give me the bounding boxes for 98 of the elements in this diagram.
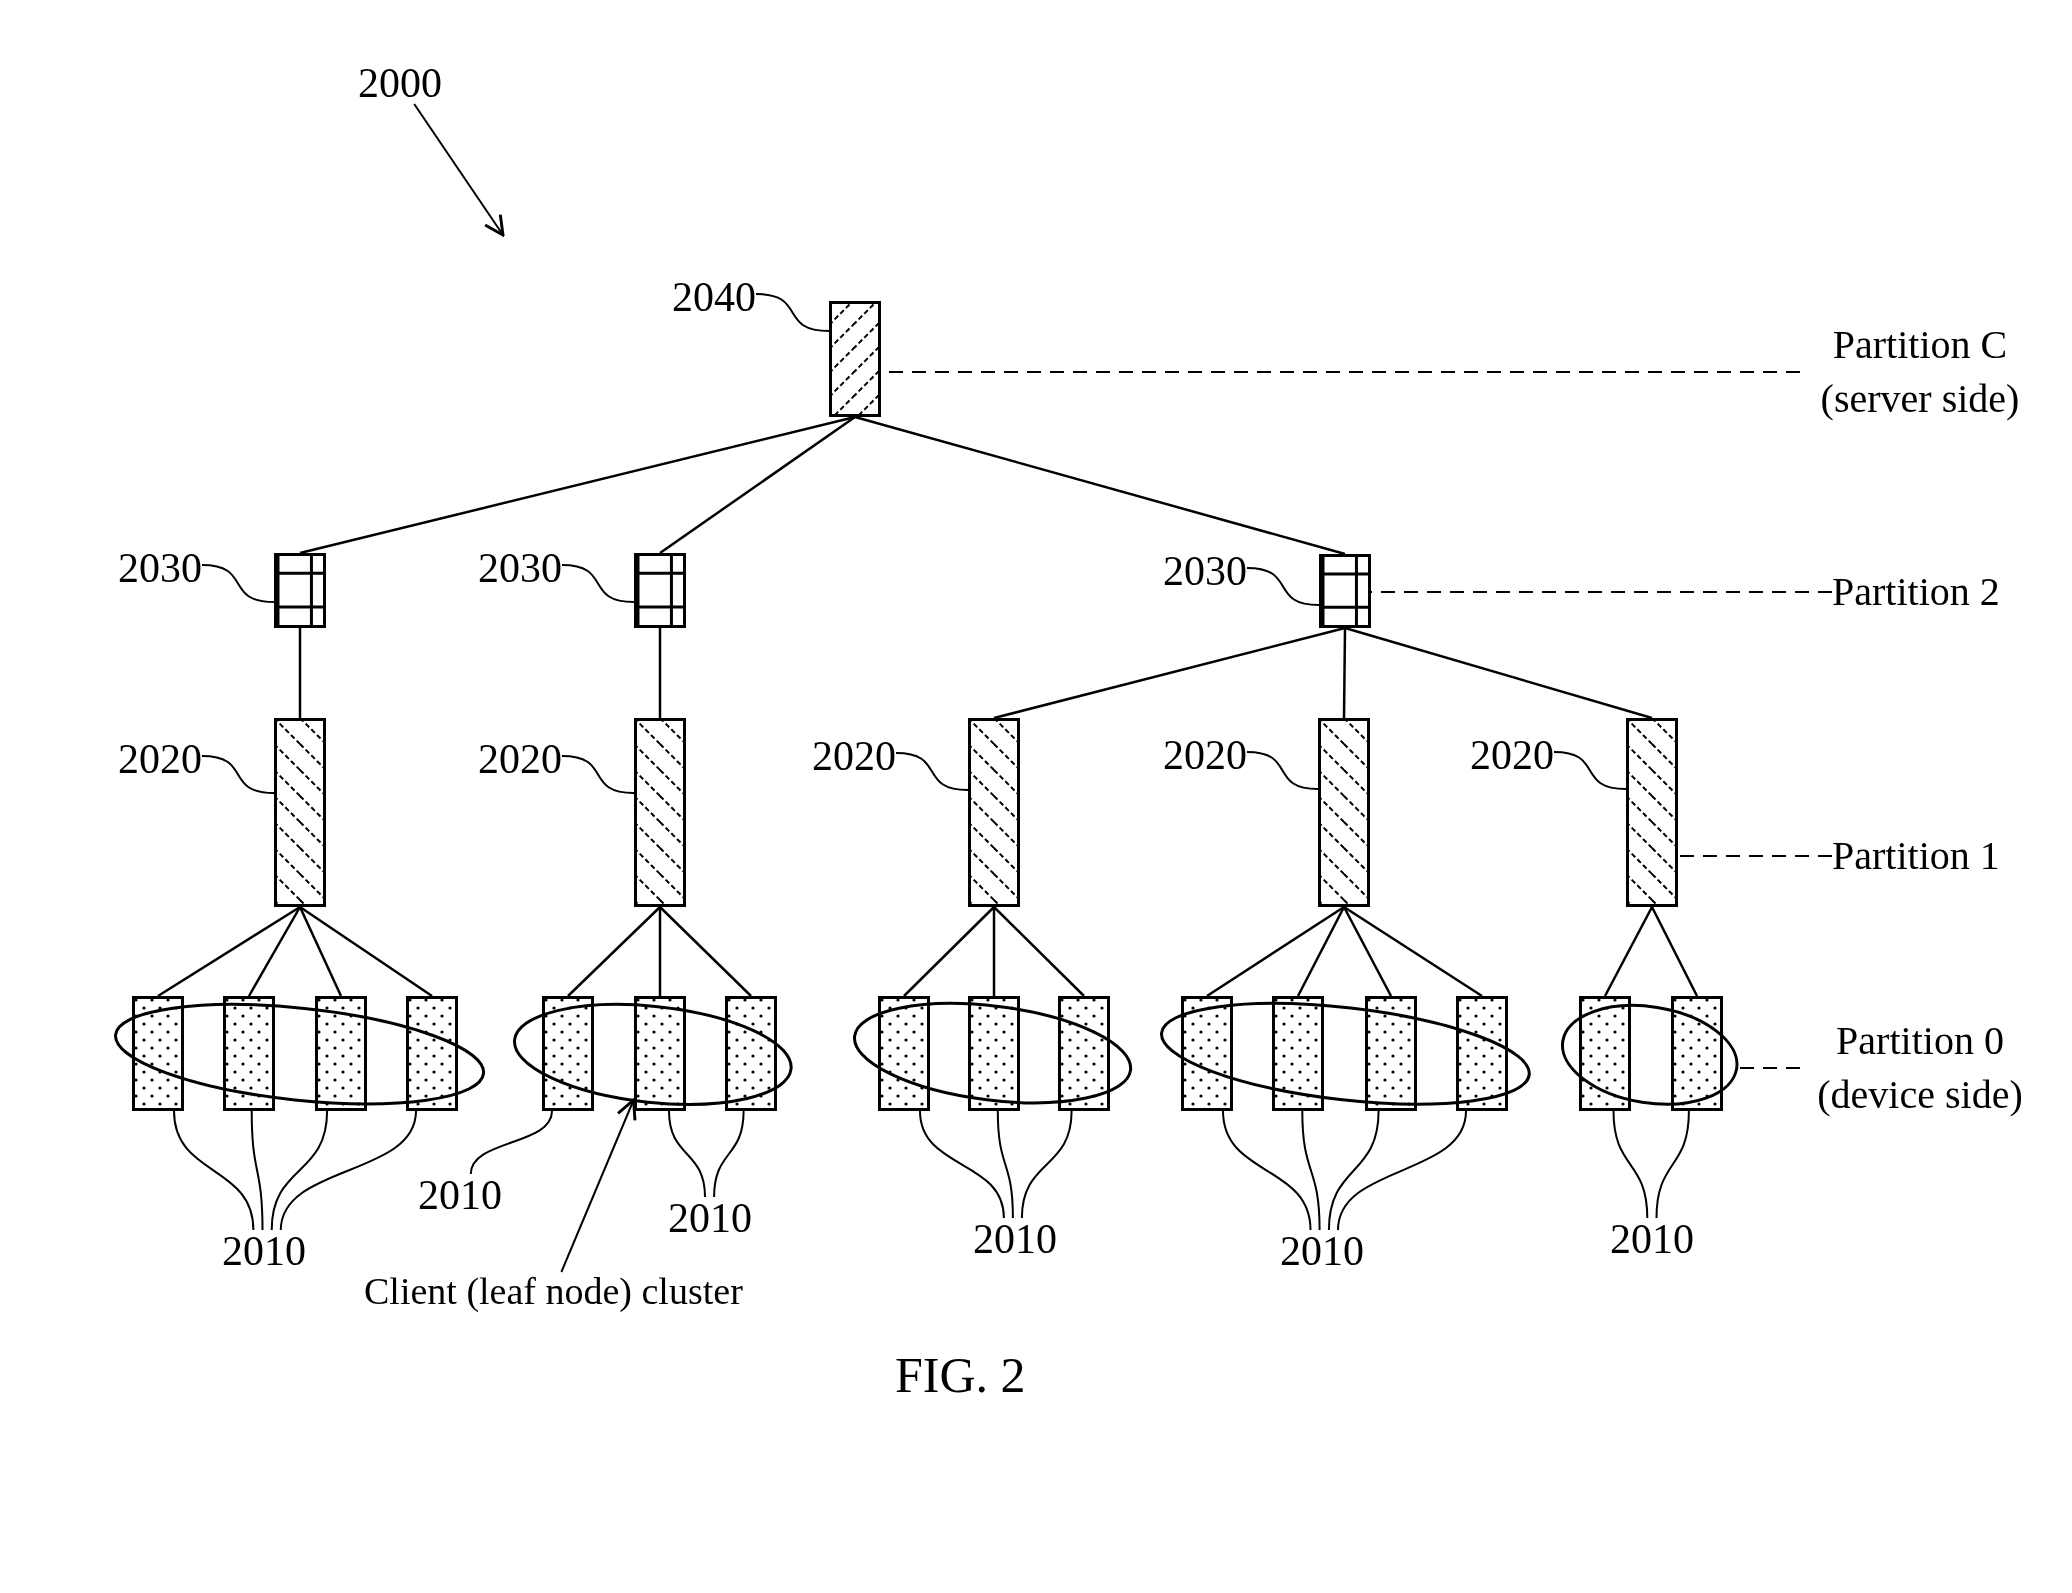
leader-line bbox=[201, 755, 275, 794]
dotted-block bbox=[1671, 996, 1723, 1111]
connection-line bbox=[993, 626, 1346, 720]
arrow bbox=[413, 103, 505, 237]
dotted-block bbox=[406, 996, 458, 1111]
reference-numeral: 2010 bbox=[668, 1197, 752, 1239]
connection-line bbox=[993, 906, 1085, 997]
dotted-block bbox=[878, 996, 930, 1111]
dotted-block bbox=[542, 996, 594, 1111]
connection-line bbox=[1650, 906, 1699, 997]
leader-line bbox=[173, 1110, 255, 1231]
connection-line bbox=[658, 907, 662, 996]
dotted-block bbox=[1456, 996, 1508, 1111]
grid-block bbox=[634, 553, 686, 628]
connection-line bbox=[1296, 906, 1346, 997]
leader-line bbox=[1246, 567, 1320, 606]
connection-line bbox=[658, 628, 662, 718]
connection-line bbox=[247, 906, 302, 997]
dotted-block bbox=[634, 996, 686, 1111]
hatched-block bbox=[829, 301, 881, 417]
leader-line bbox=[1655, 1110, 1690, 1219]
connection-line bbox=[1206, 905, 1345, 998]
dotted-block bbox=[725, 996, 777, 1111]
reference-numeral: 2030 bbox=[478, 547, 562, 589]
partition-label: Partition 1 bbox=[1832, 836, 2000, 876]
leader-line bbox=[1612, 1110, 1649, 1219]
reference-numeral: 2040 bbox=[672, 276, 756, 318]
dotted-block bbox=[968, 996, 1020, 1111]
partition-label: Partition 0 (device side) bbox=[1800, 1014, 2040, 1122]
dotted-block bbox=[223, 996, 275, 1111]
connection-line bbox=[1343, 905, 1483, 998]
hatched-block bbox=[1626, 718, 1678, 907]
leader-line bbox=[1246, 751, 1319, 790]
partition-label: Partition 2 bbox=[1832, 572, 2000, 612]
connection-line bbox=[854, 415, 1346, 556]
connection-line bbox=[659, 906, 752, 997]
dotted-block bbox=[1181, 996, 1233, 1111]
leader-line bbox=[755, 293, 830, 332]
connection-line bbox=[659, 415, 856, 555]
grid-block bbox=[1319, 554, 1371, 628]
leader-line bbox=[919, 1110, 1005, 1219]
dotted-block bbox=[132, 996, 184, 1111]
callout-label: Client (leaf node) cluster bbox=[364, 1272, 743, 1310]
dotted-block bbox=[1365, 996, 1417, 1111]
reference-numeral: 2010 bbox=[222, 1230, 306, 1272]
reference-numeral: 2020 bbox=[1470, 734, 1554, 776]
hatched-block bbox=[634, 718, 686, 907]
reference-numeral: 2010 bbox=[1280, 1230, 1364, 1272]
reference-numeral: 2030 bbox=[1163, 550, 1247, 592]
leader-line bbox=[1327, 1110, 1380, 1231]
leader-line bbox=[201, 564, 275, 603]
dotted-block bbox=[1272, 996, 1324, 1111]
grid-block bbox=[274, 553, 326, 628]
reference-numeral: 2020 bbox=[118, 738, 202, 780]
leader-line bbox=[895, 752, 969, 791]
leader-line bbox=[270, 1110, 329, 1231]
reference-numeral: 2020 bbox=[478, 738, 562, 780]
connection-line bbox=[1342, 628, 1347, 718]
reference-numeral: 2000 bbox=[358, 62, 442, 104]
figure-caption: FIG. 2 bbox=[895, 1350, 1026, 1400]
dotted-block bbox=[315, 996, 367, 1111]
reference-numeral: 2020 bbox=[1163, 734, 1247, 776]
leader-line bbox=[250, 1110, 264, 1231]
leader-line bbox=[279, 1110, 417, 1231]
reference-numeral: 2030 bbox=[118, 547, 202, 589]
hatched-block bbox=[968, 718, 1020, 907]
dashed-leader-line bbox=[1677, 855, 1833, 857]
dotted-block bbox=[1058, 996, 1110, 1111]
connection-line bbox=[1344, 626, 1653, 720]
reference-numeral: 2010 bbox=[1610, 1218, 1694, 1260]
connection-line bbox=[992, 907, 996, 996]
arrow bbox=[560, 1098, 637, 1273]
leader-line bbox=[996, 1110, 1014, 1219]
connection-line bbox=[903, 906, 995, 997]
leader-line bbox=[668, 1110, 706, 1198]
connection-line bbox=[298, 906, 343, 997]
hatched-block bbox=[1318, 718, 1370, 907]
reference-numeral: 2010 bbox=[973, 1218, 1057, 1260]
hatched-block bbox=[274, 718, 326, 907]
leader-line bbox=[561, 755, 635, 794]
partition-label: Partition C (server side) bbox=[1800, 318, 2040, 426]
leader-line bbox=[469, 1110, 553, 1175]
connection-line bbox=[1342, 906, 1393, 997]
connection-line bbox=[567, 906, 661, 997]
reference-numeral: 2010 bbox=[418, 1174, 502, 1216]
connection-line bbox=[157, 905, 301, 998]
dotted-block bbox=[1579, 996, 1631, 1111]
leader-line bbox=[1553, 751, 1627, 790]
leader-line bbox=[1337, 1110, 1467, 1231]
connection-line bbox=[299, 905, 433, 998]
leader-line bbox=[1301, 1110, 1321, 1231]
connection-line bbox=[298, 628, 302, 718]
reference-numeral: 2020 bbox=[812, 735, 896, 777]
leader-line bbox=[1020, 1110, 1073, 1219]
connection-line bbox=[1603, 906, 1654, 997]
leader-line bbox=[561, 564, 635, 603]
leader-line bbox=[713, 1110, 745, 1198]
leader-line bbox=[1222, 1110, 1312, 1231]
